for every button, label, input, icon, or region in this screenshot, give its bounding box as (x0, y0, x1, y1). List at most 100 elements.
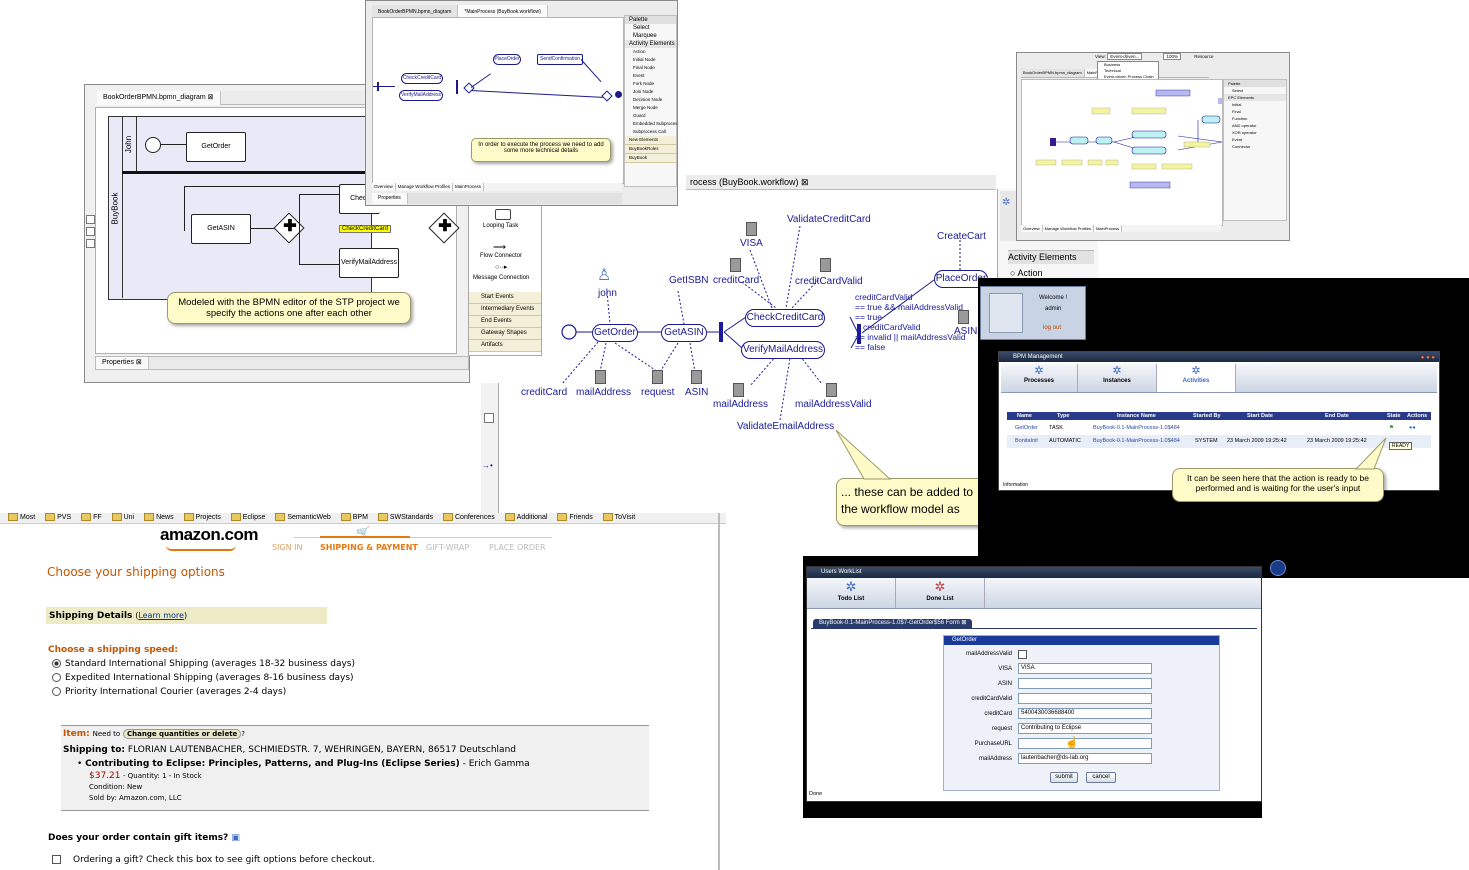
bookmark[interactable]: Uni (112, 513, 135, 523)
folder-end-events[interactable]: End Events (469, 316, 541, 328)
radio[interactable] (52, 687, 61, 696)
palette-section-title[interactable]: Activity Elements (1008, 250, 1094, 264)
node-sendconfirmation[interactable]: SendConfirmation (537, 54, 583, 65)
palette-item[interactable]: XOR operator (1232, 130, 1257, 135)
bookmark[interactable]: SemanticWeb (275, 513, 330, 523)
folder-gateway-shapes[interactable]: Gateway Shapes (469, 328, 541, 340)
menu-item[interactable]: Event-driven Process Chain (1104, 74, 1154, 79)
bookmark[interactable]: SWStandards (378, 513, 433, 523)
palette-tool-marquee[interactable]: Marquee (633, 33, 657, 39)
tab-overview[interactable]: Overview (1021, 225, 1043, 232)
node-placeorder[interactable]: PlaceOrder (493, 54, 521, 65)
palette-folder[interactable]: BuyBookRoles (625, 145, 676, 154)
folder-start-events[interactable]: Start Events (469, 292, 541, 304)
cancel-button[interactable]: cancel (1086, 772, 1116, 783)
nav-instances[interactable]: ✲ Instances (1078, 364, 1157, 392)
tab-properties[interactable]: Properties ⊠ (96, 357, 149, 369)
folder-intermediary-events[interactable]: Intermediary Events (469, 304, 541, 316)
action-icons[interactable]: ●● (1409, 425, 1416, 431)
palette-item-flow-connector[interactable]: Flow Connector (480, 253, 523, 259)
table-row[interactable]: GetOrder TASK BuyBook-0.1-MainProcess-1.… (1007, 422, 1431, 435)
palette-item[interactable]: Embedded Subprocess (633, 121, 678, 126)
node-getasin[interactable]: GetASIN (661, 324, 707, 342)
ruler-button[interactable] (484, 413, 494, 423)
window-controls[interactable]: ● ● ● (1420, 355, 1435, 361)
asin-field[interactable] (1018, 678, 1152, 689)
toolbar-button[interactable] (86, 239, 95, 248)
gift-checkbox-row[interactable]: Ordering a gift? Check this box to see g… (52, 855, 375, 865)
menu-item[interactable]: Technical (1104, 68, 1121, 73)
palette-item[interactable]: Subprocess Call (633, 129, 666, 134)
palette-item[interactable]: Event (633, 73, 645, 78)
request-field[interactable]: Contributing to Eclipse (1018, 723, 1152, 734)
bookmark[interactable]: Conferences (443, 513, 495, 523)
view-select[interactable]: Event-driven... (1107, 53, 1143, 60)
palette-section[interactable]: Activity Elements (625, 40, 676, 48)
palette-item[interactable]: Select (1232, 88, 1244, 93)
palette-item[interactable]: Final Node (633, 65, 655, 70)
bookmark[interactable]: PVS (45, 513, 71, 523)
node-verifymailaddress[interactable]: VerifyMailAddress (399, 90, 443, 101)
tab-bpmn-diagram[interactable]: BookOrderBPMN.bpmn_diagram (372, 5, 459, 19)
tab-mainprocess-bottom[interactable]: MainProcess (452, 183, 484, 191)
mini-canvas[interactable] (1021, 79, 1223, 226)
mainprocess-canvas[interactable]: CheckCreditCard VerifyMailAddress PlaceO… (372, 17, 624, 184)
change-quantities-button[interactable]: Change quantities or delete (123, 729, 242, 739)
form-tab[interactable]: BuyBook-0.1-MainProcess-1.0$7-GetOrder$5… (813, 619, 973, 628)
tab-bpmn-diagram[interactable]: BookOrderBPMN.bpmn_diagram (1021, 69, 1085, 77)
tab-bpmn-diagram[interactable]: BookOrderBPMN.bpmn_diagram ⊠ (97, 91, 221, 105)
palette-item-looping-task[interactable]: Looping Task (483, 223, 519, 229)
table-row[interactable]: BonitaInit AUTOMATIC BuyBook-0.1-MainPro… (1007, 435, 1431, 448)
radio[interactable] (52, 673, 61, 682)
palette-item[interactable]: Join Node (633, 89, 654, 94)
tab-workflow[interactable]: rocess (BuyBook.workflow) ⊠ (690, 177, 809, 187)
bookmark[interactable]: Projects (184, 513, 221, 523)
palette-item[interactable]: Fork Node (633, 81, 655, 86)
shipping-option[interactable]: Priority International Courier (averages… (52, 687, 286, 697)
bookmark[interactable]: BPM (341, 513, 368, 523)
bookmark[interactable]: Friends (557, 513, 592, 523)
shipping-option[interactable]: Standard International Shipping (average… (52, 659, 355, 669)
palette-item[interactable]: Connector (1232, 144, 1251, 149)
palette-section[interactable]: EPC Elements (1224, 94, 1286, 101)
tab-overview[interactable]: Overview (372, 183, 396, 191)
resource-tab[interactable]: Resource (1194, 54, 1214, 59)
toolbar-button[interactable] (86, 215, 95, 224)
toolbar-button[interactable] (86, 227, 95, 236)
palette-item[interactable]: Decision Node (633, 97, 663, 102)
creditcardvalid-field[interactable] (1018, 693, 1152, 704)
creditcard-field[interactable]: 5400430036688400 (1018, 708, 1152, 719)
palette-tool-select[interactable]: Select (633, 25, 650, 31)
zoom-select[interactable]: 100% (1163, 53, 1181, 60)
palette-item[interactable]: AND operator (1232, 123, 1257, 128)
tab-manage-workflow-profiles[interactable]: Manage Workflow Profiles (395, 183, 453, 191)
nav-todo-list[interactable]: ✲ Todo List (807, 578, 896, 608)
shipping-option[interactable]: Expedited International Shipping (averag… (52, 673, 354, 683)
palette-item[interactable]: Merge Node (633, 105, 658, 110)
mailaddress-field[interactable]: lautenbacher@ds-lab.org (1018, 753, 1152, 764)
book-title[interactable]: Contributing to Eclipse: Principles, Pat… (85, 759, 460, 769)
bookmark[interactable]: ToVisit (603, 513, 636, 523)
bookmark[interactable]: News (144, 513, 174, 523)
task-verifymailaddress[interactable]: VerifyMailAddress (339, 248, 399, 278)
palette-item[interactable]: Action (633, 49, 646, 54)
visa-field[interactable]: VISA (1018, 663, 1152, 674)
task-getasin[interactable]: GetASIN (191, 214, 251, 244)
palette-folder[interactable]: BuyBook (625, 154, 676, 163)
bookmark[interactable]: FF (81, 513, 102, 523)
bookmark[interactable]: Additional (505, 513, 548, 523)
nav-processes[interactable]: ✲ Processes (1001, 364, 1078, 392)
node-checkcreditcard[interactable]: CheckCreditCard (745, 309, 825, 327)
amazon-logo[interactable]: amazon.com (160, 525, 258, 544)
radio-selected[interactable] (52, 659, 61, 668)
nav-done-list[interactable]: ✲ Done List (896, 578, 985, 608)
gift-checkbox[interactable] (52, 855, 61, 864)
tab-properties[interactable]: Properties (372, 193, 408, 204)
mailaddressvalid-checkbox[interactable] (1018, 650, 1027, 659)
palette-item[interactable]: Guard (633, 113, 646, 118)
palette-item[interactable]: Initial Node (633, 57, 656, 62)
folder-artifacts[interactable]: Artifacts (469, 340, 541, 352)
gear-icon[interactable]: ✲ (1002, 197, 1011, 208)
node-getorder[interactable]: GetOrder (592, 324, 638, 342)
palette-item-message-connection[interactable]: Message Connection (473, 275, 530, 281)
